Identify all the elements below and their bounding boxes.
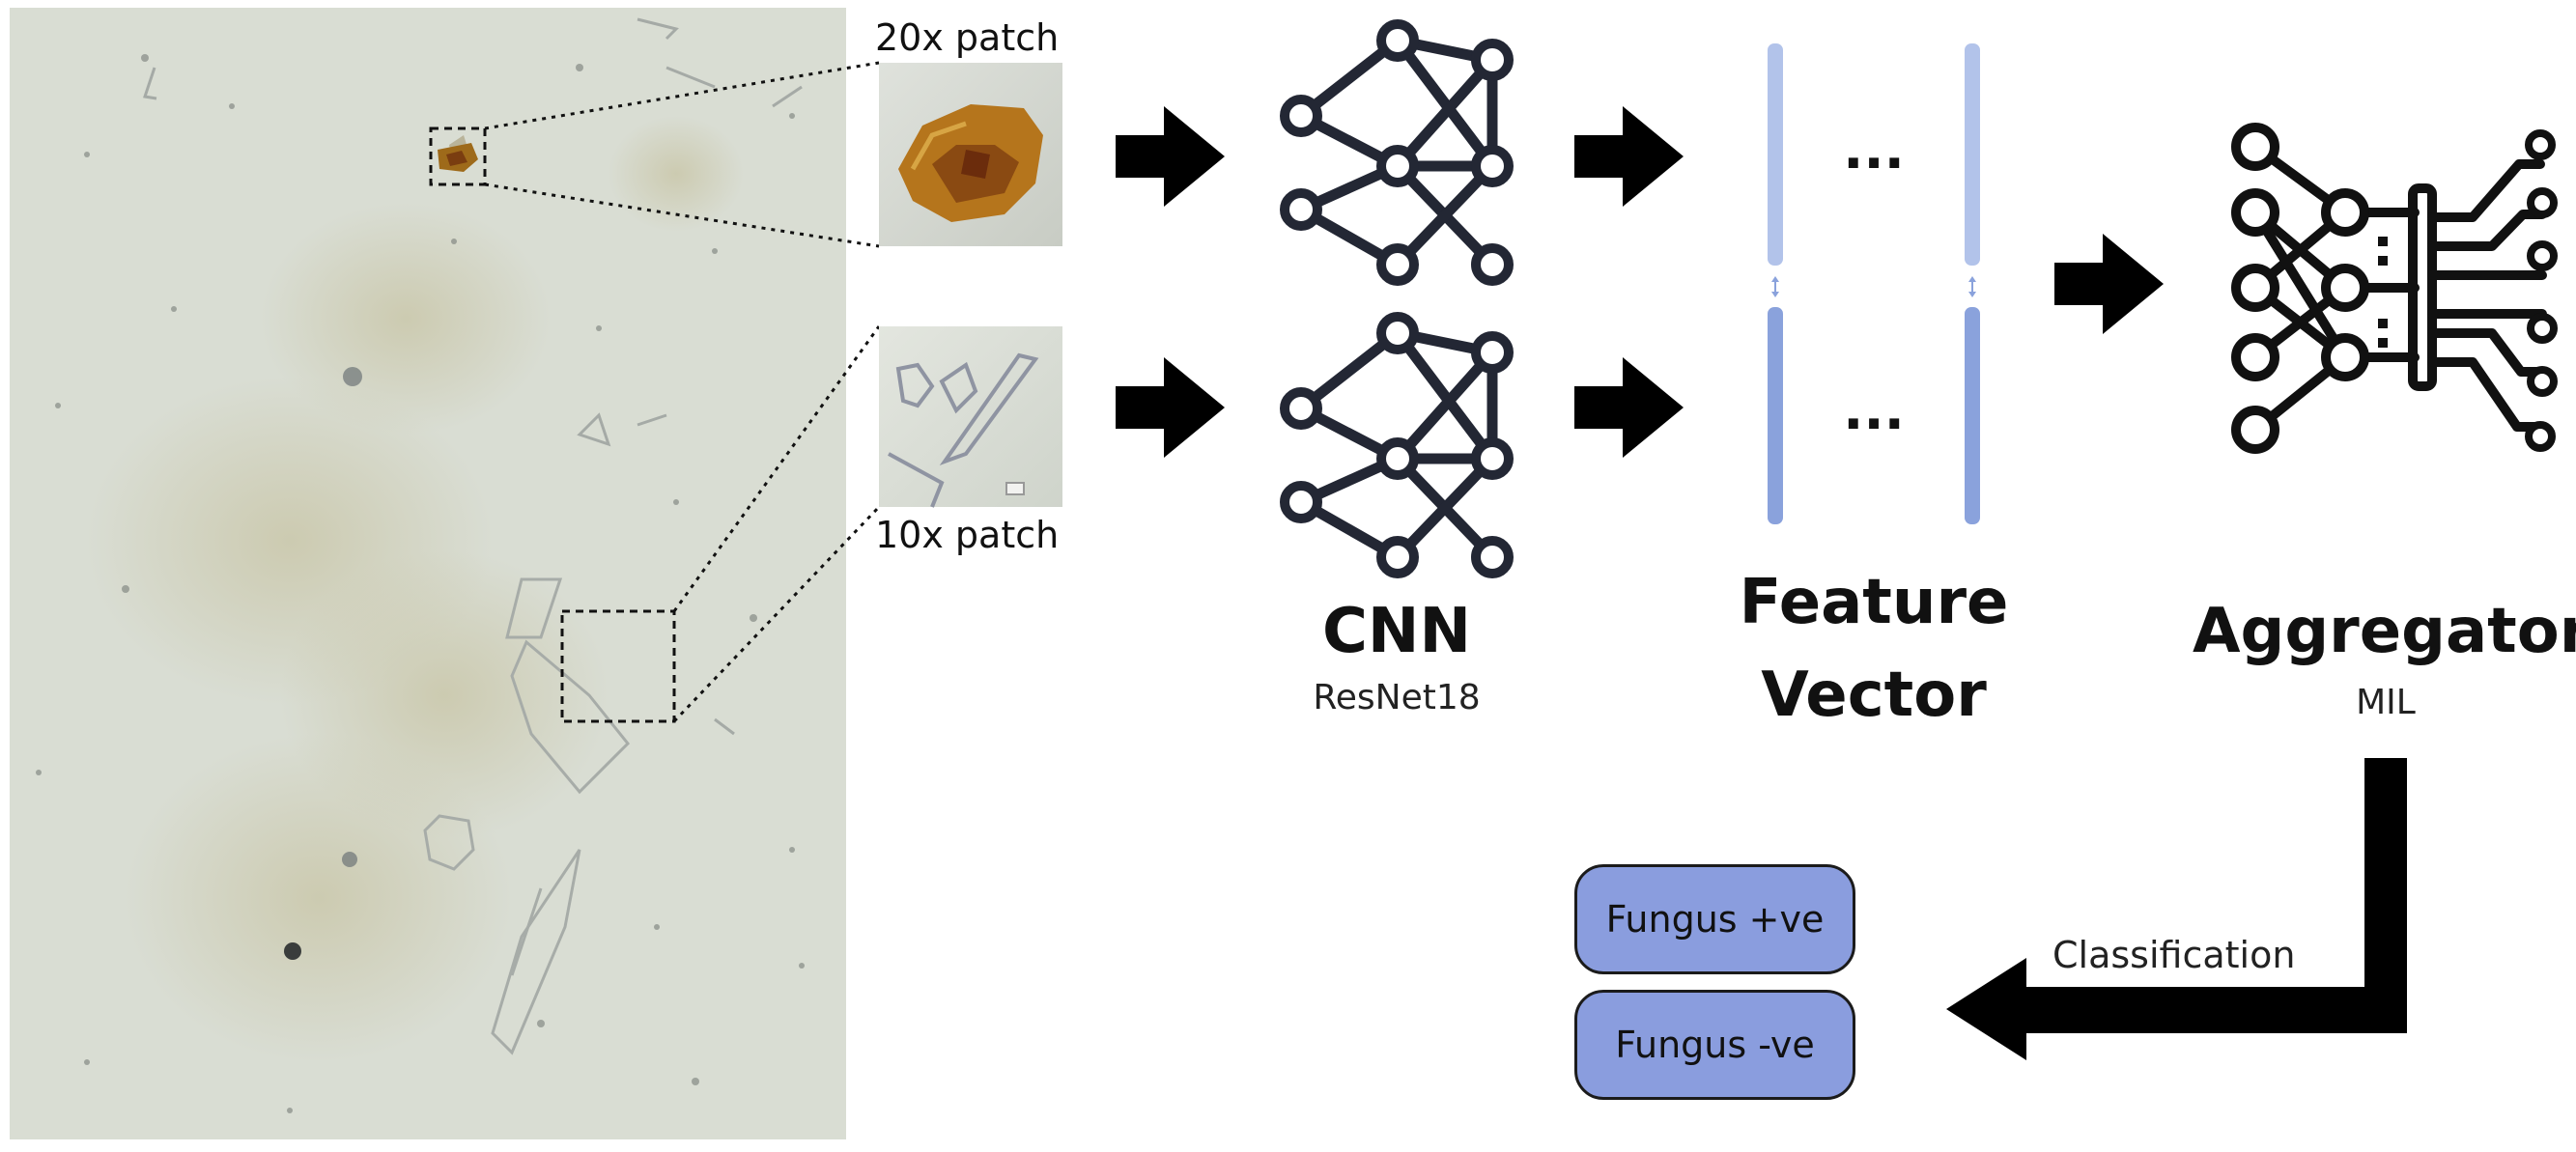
zoom-connector-lines — [484, 61, 881, 723]
cnn-title: CNN — [1321, 596, 1472, 667]
feature-ellipsis-top: ... — [1843, 119, 1905, 182]
feature-vector-icon — [1768, 43, 1980, 524]
patch-20x-image — [879, 63, 1062, 246]
microscope-slide-image — [10, 8, 846, 1139]
feature-vector-title-line2: Vector — [1761, 660, 1987, 731]
arrow-right-icon — [1116, 357, 1225, 458]
feature-ellipsis-bottom: ... — [1843, 379, 1905, 442]
classification-label: Classification — [2052, 934, 2296, 976]
class-output-negative: Fungus -ve — [1574, 990, 1855, 1100]
elbow-arrow-icon — [1946, 758, 2407, 1060]
aggregator-subtitle: MIL — [2356, 683, 2416, 722]
arrow-right-icon — [1116, 106, 1225, 207]
neural-network-icon — [1285, 24, 1509, 281]
cnn-subtitle: ResNet18 — [1313, 678, 1481, 717]
patch-10x-image — [879, 326, 1062, 508]
aggregator-circuit-icon — [2231, 123, 2558, 454]
neural-network-icon — [1285, 317, 1509, 574]
arrow-right-icon — [1574, 357, 1684, 458]
feature-vector-title-line1: Feature — [1739, 567, 2009, 638]
arrow-right-icon — [2054, 234, 2164, 334]
arrow-right-icon — [1574, 106, 1684, 207]
patch-10x-label: 10x patch — [875, 514, 1060, 556]
aggregator-title: Aggregator — [2193, 596, 2576, 667]
patch-20x-label: 20x patch — [875, 16, 1060, 59]
class-output-positive: Fungus +ve — [1574, 864, 1855, 974]
